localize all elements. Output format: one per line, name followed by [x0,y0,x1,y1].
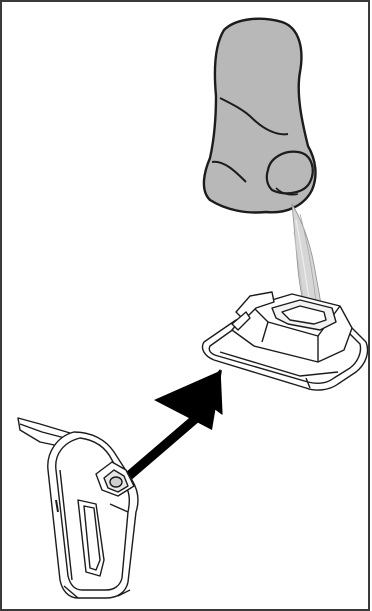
arrow-icon [120,370,222,482]
reservoir-icon [202,292,367,390]
handheld-device-icon [18,418,138,598]
faucet-icon [204,19,316,213]
